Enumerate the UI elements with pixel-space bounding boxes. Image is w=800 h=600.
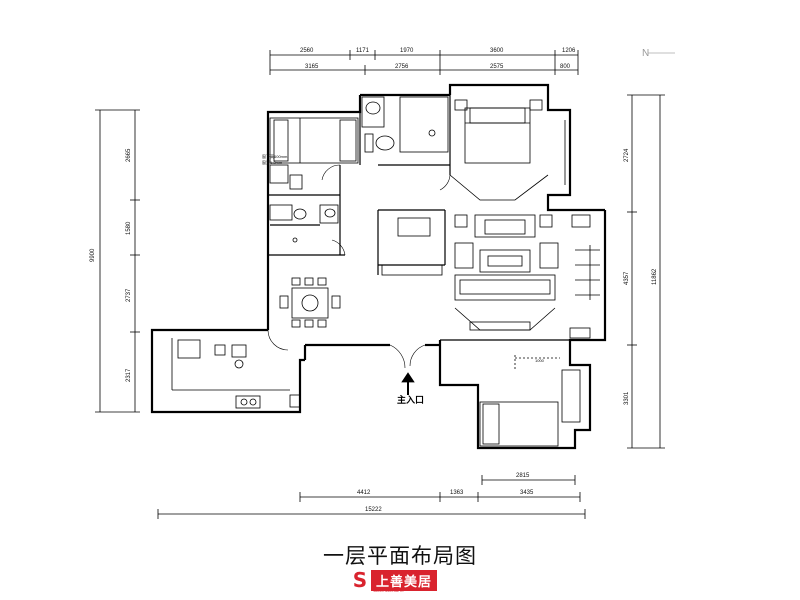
bed-master <box>454 99 543 164</box>
dim-top2-1: 3165 <box>305 64 319 70</box>
dim-bottom-total: 15222 <box>365 507 382 513</box>
bed-left <box>269 117 359 164</box>
bed-lower-right <box>479 355 581 447</box>
dimension-labels: 2560 1171 1970 3600 1206 3165 2756 2575 … <box>90 48 658 513</box>
north-label: N <box>642 48 649 59</box>
brand-logo: S 上善美居 SHANG SHAN MEI JU <box>343 565 453 595</box>
dim-bottom2-2: 1363 <box>450 490 464 496</box>
page-title: 一层平面布局图 <box>323 544 477 568</box>
inner-walls <box>268 95 570 341</box>
living-sofa-set <box>454 214 559 301</box>
dim-right-total: 11862 <box>652 268 658 285</box>
dim-bottom2-1: 4412 <box>357 490 371 496</box>
dim-bottom2-3: 3435 <box>520 490 534 496</box>
dim-left-1: 2665 <box>126 148 132 162</box>
dim-top-4: 3600 <box>490 48 504 54</box>
tv-wall <box>454 307 556 331</box>
balcony-chairs <box>569 214 600 339</box>
room-notes: 窗下高600mm 窗宽1.2mm 1000 主入口 <box>262 153 545 406</box>
logo-mark-icon: S <box>352 568 368 592</box>
entrance-arrow <box>401 372 415 395</box>
study-room <box>381 217 443 276</box>
dim-right-2: 4357 <box>624 271 630 285</box>
dim-top-5: 1206 <box>562 48 576 54</box>
dim-right-3: 3301 <box>624 391 630 405</box>
dim-left-4: 2317 <box>126 368 132 382</box>
bottom-dimension-lines <box>157 475 586 519</box>
floor-plan: 2560 1171 1970 3600 1206 3165 2756 2575 … <box>90 48 675 519</box>
logo-subtitle: SHANG SHAN MEI JU <box>373 589 404 593</box>
kitchen <box>171 338 301 409</box>
dim-left-2: 1580 <box>126 221 132 235</box>
dim-top2-2: 2756 <box>395 64 409 70</box>
dim-top-1: 2560 <box>300 48 314 54</box>
bedroom-note-2: 窗宽1.2mm <box>262 159 283 165</box>
left-dimension-lines <box>95 109 140 413</box>
dim-right-1: 2724 <box>624 148 630 162</box>
outer-walls <box>150 83 607 450</box>
doors <box>267 164 451 369</box>
balcony-note: 1000 <box>535 358 545 363</box>
bathroom-lower <box>269 204 339 243</box>
dim-left-total: 9900 <box>90 248 96 262</box>
logo-name: 上善美居 <box>371 570 438 591</box>
dim-top2-3: 2575 <box>490 64 504 70</box>
dim-left-3: 2737 <box>126 288 132 302</box>
top-dimension-lines <box>269 50 675 75</box>
dining-table <box>279 277 341 328</box>
dim-bottom1-1: 2815 <box>516 473 530 479</box>
window-bay-master <box>449 120 566 201</box>
bedroom-desk <box>269 164 303 190</box>
bedroom-note-1: 窗下高600mm <box>262 153 288 159</box>
bathroom-upper <box>361 96 449 153</box>
entrance-label: 主入口 <box>397 394 424 406</box>
right-dimension-lines <box>627 94 665 449</box>
dim-top-3: 1970 <box>400 48 414 54</box>
dim-top2-4: 800 <box>560 64 571 70</box>
dim-top-2: 1171 <box>356 48 370 54</box>
